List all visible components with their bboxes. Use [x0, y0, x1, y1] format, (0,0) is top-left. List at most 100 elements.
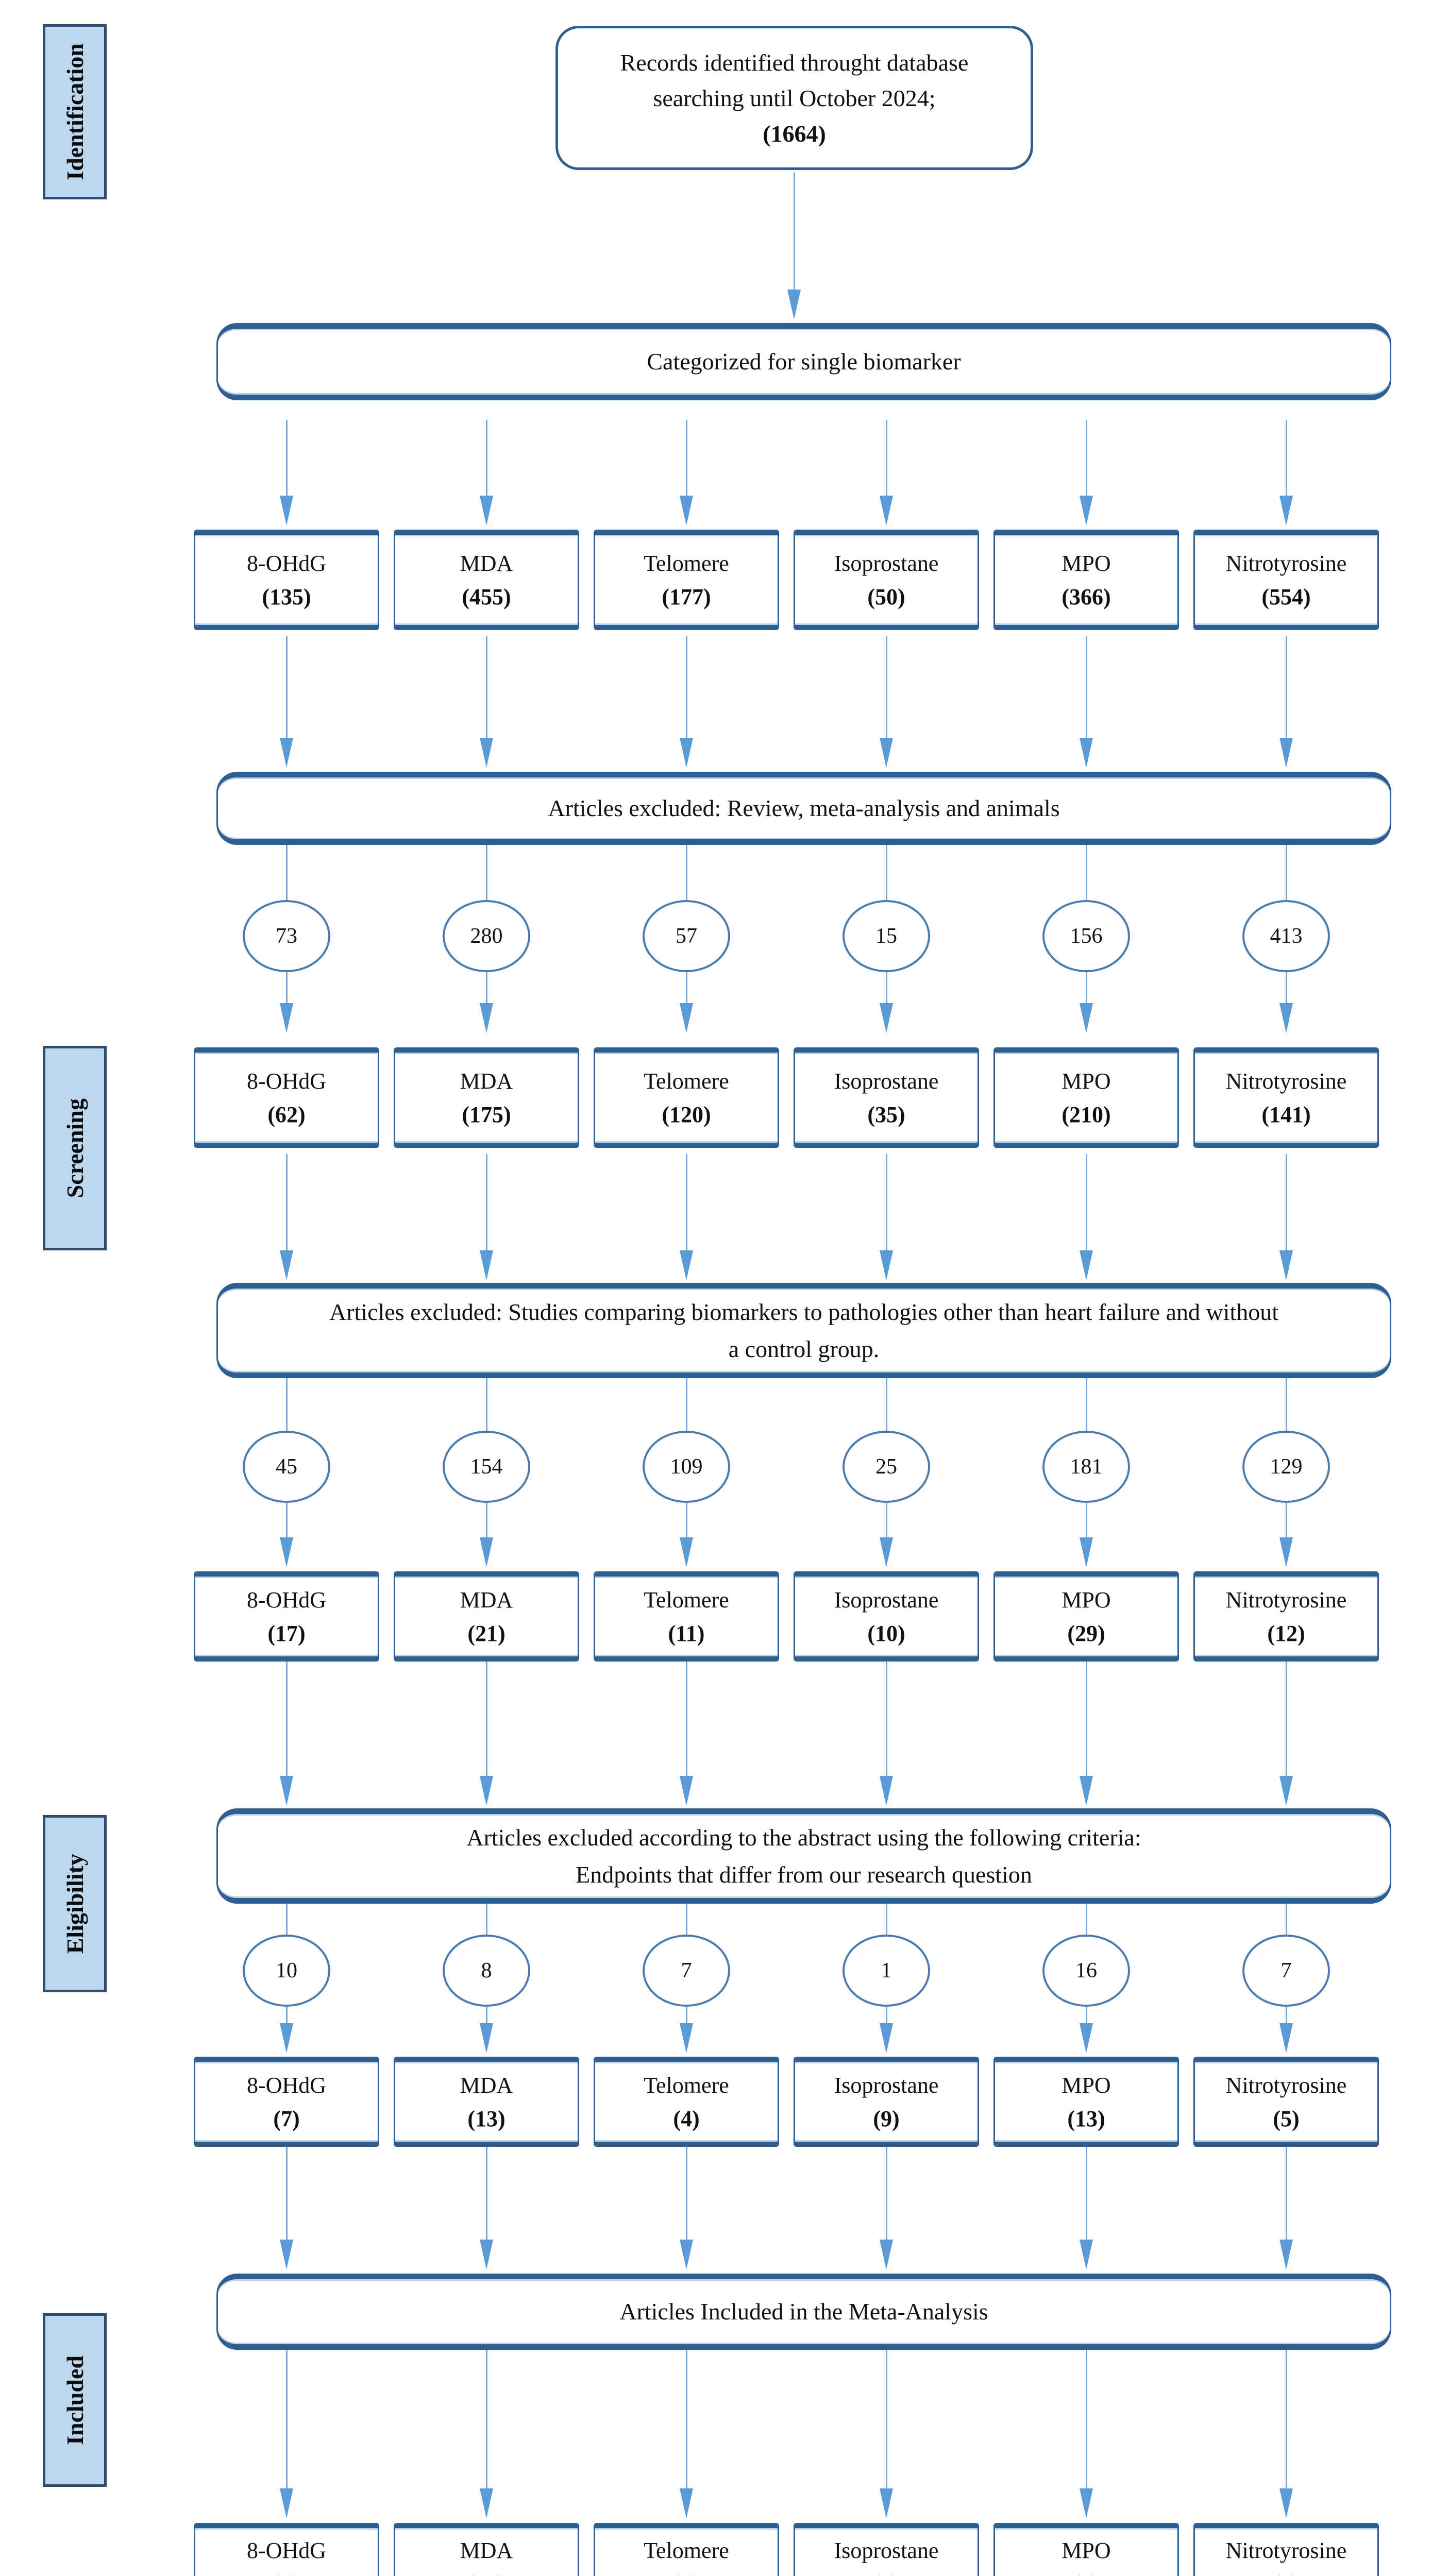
arrow-head-icon — [480, 2240, 493, 2269]
biomarker-cell: Isoprostane(7) — [794, 2523, 979, 2576]
arrow-head-icon — [680, 738, 693, 768]
arrow-head-icon — [1279, 1776, 1293, 1806]
arrow-down — [1080, 1662, 1093, 1806]
biomarker-count: (554) — [1261, 584, 1311, 609]
biomarker-count: (141) — [1261, 1101, 1311, 1127]
biomarker-name: MDA — [460, 2538, 513, 2563]
biomarker-count: (10) — [867, 1620, 905, 1646]
arrow-head-icon — [1080, 2023, 1093, 2053]
stage-label-included: Included — [43, 2313, 107, 2487]
biomarker-cell: 8-OHdG(7) — [194, 2057, 379, 2147]
biomarker-count: (13) — [1067, 2106, 1105, 2131]
biomarker-count: (120) — [662, 1101, 711, 1127]
arrow-line — [285, 2146, 288, 2240]
arrow-line — [685, 2350, 687, 2488]
biomarker-cell: MPO(13) — [993, 2057, 1179, 2147]
exclusion-text-line-2: Endpoints that differ from our research … — [576, 1861, 1032, 1888]
arrow-down — [1080, 1154, 1093, 1280]
arrow-head-icon — [880, 2240, 893, 2269]
biomarker-count: (177) — [662, 584, 711, 609]
biomarker-count: (5) — [1273, 2106, 1300, 2131]
arrow-line — [485, 636, 487, 738]
arrow-line — [1085, 636, 1087, 738]
exclusion-text-line-2: a control group. — [728, 1335, 880, 1362]
biomarker-box-8-ohdg-row1: 8-OHdG(135) — [194, 530, 379, 630]
arrow-line — [685, 636, 687, 738]
arrow-line — [285, 1154, 288, 1250]
arrow-head-icon — [280, 1003, 293, 1033]
biomarker-box-mpo-row5: MPO(9) — [993, 2523, 1179, 2576]
arrow-down — [480, 2350, 493, 2518]
excluded-count-ellipse: 73 — [243, 900, 330, 972]
arrow-down — [1080, 420, 1093, 526]
arrow-head-icon — [787, 290, 801, 319]
arrow-head-icon — [1080, 1776, 1093, 1806]
biomarker-name: 8-OHdG — [247, 2538, 326, 2563]
arrow-head-icon — [1279, 496, 1293, 526]
arrow-line — [1285, 636, 1287, 738]
arrow-line — [685, 1662, 687, 1776]
biomarker-count: (7) — [273, 2571, 299, 2576]
arrow-down — [280, 1662, 293, 1806]
arrow-down — [280, 636, 293, 768]
biomarker-name: MPO — [1062, 1587, 1111, 1613]
biomarker-cell: Telomere (4) — [594, 2057, 779, 2147]
arrow-line — [885, 1154, 887, 1250]
arrow-down — [1279, 2146, 1293, 2269]
arrow-down — [280, 2146, 293, 2269]
biomarker-name: 8-OHdG — [247, 2072, 326, 2098]
arrow-down — [680, 2146, 693, 2269]
biomarker-box-mda-row2: MDA(175) — [394, 1047, 579, 1148]
biomarker-cell: Telomere(4) — [594, 2523, 779, 2576]
biomarker-box-mda-row1: MDA(455) — [394, 530, 579, 630]
arrow-head-icon — [1279, 2023, 1293, 2053]
arrow-head-icon — [1080, 496, 1093, 526]
biomarker-count: (4) — [673, 2106, 700, 2131]
arrow-down — [1279, 420, 1293, 526]
biomarker-cell: 8-OHdG (7) — [194, 2523, 379, 2576]
biomarker-cell: Nitrotyrosine(5) — [1193, 2523, 1379, 2576]
exclusion-box-abstract-criteria: Articles excluded according to the abstr… — [216, 1808, 1391, 1904]
arrow-head-icon — [280, 738, 293, 768]
arrow-down — [880, 2146, 893, 2269]
stage-label-text: Screening — [61, 1098, 88, 1198]
biomarker-cell: MDA(175) — [394, 1047, 579, 1148]
biomarker-cell: Isoprostane(50) — [794, 530, 979, 630]
arrow-line — [685, 1154, 687, 1250]
arrow-head-icon — [480, 2023, 493, 2053]
biomarker-cell: MDA(21) — [394, 1571, 579, 1662]
biomarker-name: Telomere — [644, 550, 729, 576]
biomarker-box-mpo-row2: MPO(210) — [993, 1047, 1179, 1148]
excluded-count-ellipse: 57 — [643, 900, 730, 972]
biomarker-count: (5) — [1273, 2571, 1299, 2576]
included-in-meta-analysis-box: Articles Included in the Meta-Analysis — [216, 2274, 1391, 2350]
biomarker-name: Nitrotyrosine — [1225, 1587, 1347, 1613]
arrow-head-icon — [280, 2240, 293, 2269]
arrow-head-icon — [1080, 2240, 1093, 2269]
biomarker-cell: 8-OHdG(17) — [194, 1571, 379, 1662]
biomarker-cell: MDA(12) — [394, 2523, 579, 2576]
biomarker-name: Telomere — [644, 2072, 729, 2098]
biomarker-box-mda-row5: MDA(12) — [394, 2523, 579, 2576]
arrow-line — [285, 420, 288, 496]
biomarker-box-telomere-row1: Telomere (177) — [594, 530, 779, 630]
arrow-head-icon — [880, 1250, 893, 1280]
biomarker-name: MDA — [460, 2072, 513, 2098]
biomarker-box-telomere-row4: Telomere (4) — [594, 2057, 779, 2147]
biomarker-name: MPO — [1062, 550, 1111, 576]
arrow-line — [685, 2146, 687, 2240]
arrow-head-icon — [1080, 1003, 1093, 1033]
categorized-text: Categorized for single biomarker — [647, 348, 961, 375]
biomarker-count: (62) — [267, 1101, 306, 1127]
arrow-down — [680, 1662, 693, 1806]
biomarker-box-isoprostane-row5: Isoprostane(7) — [794, 2523, 979, 2576]
stage-label-text: Included — [61, 2355, 88, 2445]
excluded-count-ellipse: 109 — [643, 1431, 730, 1503]
biomarker-count: (9) — [873, 2106, 900, 2131]
arrow-down — [1279, 1662, 1293, 1806]
biomarker-cell: 8-OHdG(62) — [194, 1047, 379, 1148]
arrow-down — [880, 420, 893, 526]
biomarker-name: Telomere — [644, 2538, 729, 2563]
arrow-head-icon — [1080, 2488, 1093, 2518]
